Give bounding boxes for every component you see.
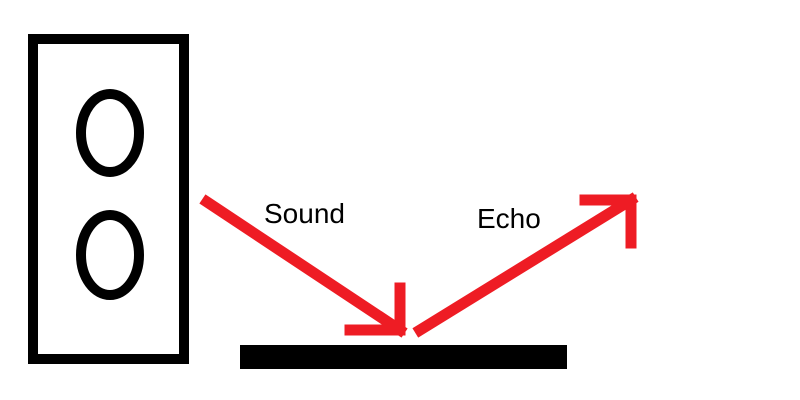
reflecting-surface: [240, 345, 567, 369]
speaker-cone-lower: [76, 210, 144, 300]
sound-arrow: [199, 194, 408, 338]
sound-label: Sound: [264, 198, 345, 229]
speaker: [28, 34, 189, 364]
speaker-cone-upper: [76, 89, 144, 177]
echo-label: Echo: [477, 203, 541, 234]
echo-arrow: [412, 192, 639, 338]
